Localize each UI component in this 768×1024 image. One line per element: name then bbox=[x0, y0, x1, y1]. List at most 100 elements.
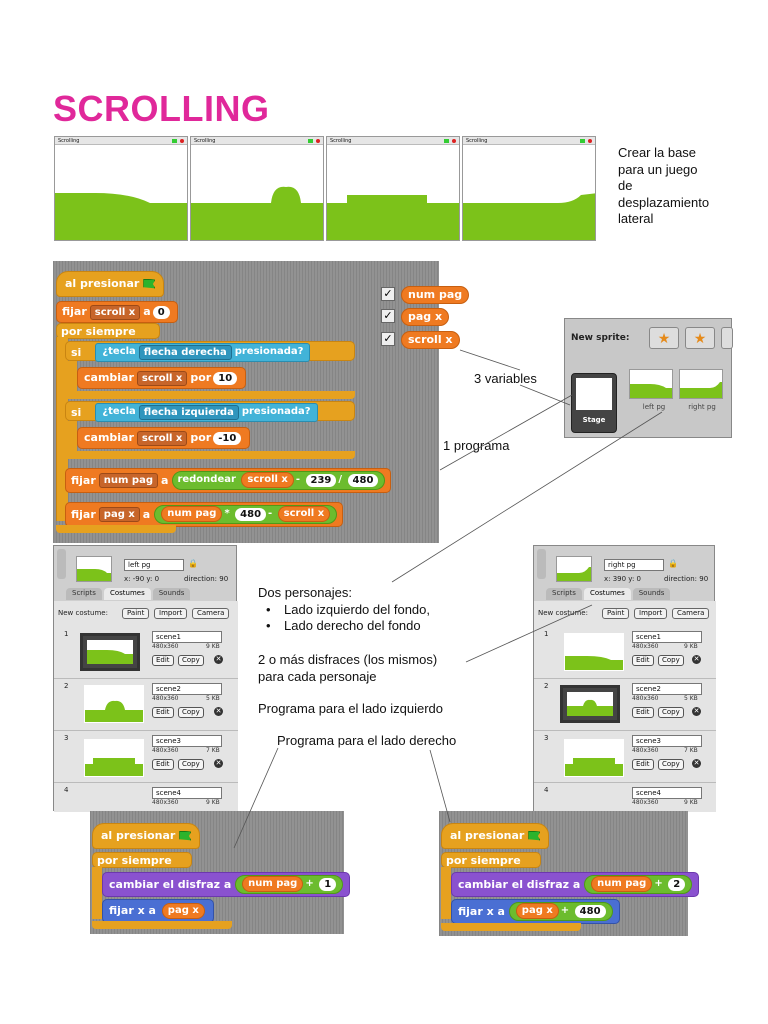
math-operator[interactable]: num pag* 480- scroll x bbox=[154, 505, 338, 524]
forever-block[interactable]: por siempre bbox=[441, 852, 541, 868]
import-button[interactable]: Import bbox=[634, 608, 668, 619]
variable-reporter[interactable]: num pag bbox=[242, 876, 304, 892]
sprite-name-field[interactable]: right pg bbox=[604, 559, 664, 571]
number-input[interactable]: 10 bbox=[213, 371, 238, 385]
costume-item[interactable]: 1 scene1 480x360 9 KB Edit Copy ✕ bbox=[54, 627, 238, 679]
copy-button[interactable]: Copy bbox=[178, 759, 204, 770]
variable-reporter-block[interactable]: num pag bbox=[401, 286, 470, 304]
number-input[interactable]: 480 bbox=[574, 904, 606, 918]
costume-name[interactable]: scene2 bbox=[632, 683, 702, 695]
number-input[interactable]: 480 bbox=[235, 507, 267, 521]
tab-costumes[interactable]: Costumes bbox=[583, 588, 631, 600]
copy-button[interactable]: Copy bbox=[658, 655, 684, 666]
variable-reporter-block[interactable]: pag x bbox=[401, 308, 450, 326]
variable-checkbox[interactable]: ✓ bbox=[381, 287, 395, 301]
delete-icon[interactable]: ✕ bbox=[692, 655, 701, 664]
hat-block-green-flag[interactable]: al presionar bbox=[92, 823, 201, 849]
variable-dropdown[interactable]: scroll x bbox=[136, 430, 188, 446]
delete-icon[interactable]: ✕ bbox=[214, 759, 223, 768]
costume-name[interactable]: scene4 bbox=[152, 787, 222, 799]
variable-reporter[interactable]: num pag bbox=[161, 506, 223, 522]
right-sprite-scripts-area[interactable]: al presionar por siempre cambiar el disf… bbox=[439, 811, 700, 936]
rotation-style-buttons[interactable] bbox=[57, 549, 66, 579]
import-sprite-button[interactable]: ★ bbox=[685, 327, 715, 349]
edit-button[interactable]: Edit bbox=[632, 655, 654, 666]
costume-name[interactable]: scene1 bbox=[632, 631, 702, 643]
camera-button[interactable]: Camera bbox=[192, 608, 230, 619]
variable-reporter[interactable]: num pag bbox=[591, 876, 653, 892]
paint-sprite-button[interactable]: ★ bbox=[649, 327, 679, 349]
costume-name[interactable]: scene2 bbox=[152, 683, 222, 695]
variable-reporter[interactable]: scroll x bbox=[277, 506, 331, 522]
random-sprite-button[interactable] bbox=[721, 327, 733, 349]
tab-costumes[interactable]: Costumes bbox=[103, 588, 151, 600]
tab-scripts[interactable]: Scripts bbox=[546, 588, 582, 600]
costume-name[interactable]: scene1 bbox=[152, 631, 222, 643]
variable-reporter[interactable]: scroll x bbox=[241, 472, 294, 488]
key-dropdown[interactable]: flecha derecha bbox=[138, 344, 232, 360]
add-operator[interactable]: pag x+ 480 bbox=[508, 902, 613, 921]
forever-block[interactable]: por siempre bbox=[92, 852, 192, 868]
sprite-thumb-left[interactable] bbox=[629, 369, 673, 399]
tab-sounds[interactable]: Sounds bbox=[632, 588, 671, 600]
paint-button[interactable]: Paint bbox=[122, 608, 150, 619]
delete-icon[interactable]: ✕ bbox=[214, 655, 223, 664]
add-operator[interactable]: num pag+ 1 bbox=[235, 875, 344, 894]
delete-icon[interactable]: ✕ bbox=[214, 707, 223, 716]
variable-dropdown[interactable]: pag x bbox=[98, 507, 140, 522]
hat-block-green-flag[interactable]: al presionar bbox=[441, 823, 550, 849]
key-dropdown[interactable]: flecha izquierda bbox=[138, 404, 239, 420]
edit-button[interactable]: Edit bbox=[152, 655, 174, 666]
set-x-block[interactable]: fijar x a pag x bbox=[102, 899, 214, 923]
variable-reporter-block[interactable]: scroll x bbox=[401, 331, 460, 349]
costume-name[interactable]: scene3 bbox=[152, 735, 222, 747]
costume-item[interactable]: 3 scene3 480x360 7 KB Edit Copy ✕ bbox=[534, 731, 716, 783]
edit-button[interactable]: Edit bbox=[632, 707, 654, 718]
tab-scripts[interactable]: Scripts bbox=[66, 588, 102, 600]
variable-dropdown[interactable]: scroll x bbox=[136, 370, 188, 386]
costume-item[interactable]: 4 scene4 480x360 9 KB bbox=[54, 783, 238, 812]
variable-dropdown[interactable]: scroll x bbox=[89, 304, 141, 320]
rotation-style-buttons[interactable] bbox=[537, 549, 546, 579]
edit-button[interactable]: Edit bbox=[152, 707, 174, 718]
variable-dropdown[interactable]: num pag bbox=[98, 473, 158, 488]
variable-checkbox[interactable]: ✓ bbox=[381, 309, 395, 323]
left-sprite-scripts-area[interactable]: al presionar por siempre cambiar el disf… bbox=[90, 811, 351, 934]
lock-icon[interactable]: 🔒 bbox=[188, 559, 198, 568]
camera-button[interactable]: Camera bbox=[672, 608, 710, 619]
costume-name[interactable]: scene3 bbox=[632, 735, 702, 747]
forever-block[interactable]: por siempre bbox=[56, 323, 160, 339]
costume-item[interactable]: 2 scene2 480x360 5 KB Edit Copy ✕ bbox=[54, 679, 238, 731]
hat-block-green-flag[interactable]: al presionar bbox=[56, 271, 165, 297]
import-button[interactable]: Import bbox=[154, 608, 188, 619]
costume-item[interactable]: 2 scene2 480x360 5 KB Edit Copy ✕ bbox=[534, 679, 716, 731]
number-input[interactable]: 0 bbox=[152, 305, 170, 319]
paint-button[interactable]: Paint bbox=[602, 608, 630, 619]
switch-costume-block[interactable]: cambiar el disfraz a num pag+ 1 bbox=[102, 872, 351, 897]
copy-button[interactable]: Copy bbox=[658, 759, 684, 770]
delete-icon[interactable]: ✕ bbox=[692, 707, 701, 716]
lock-icon[interactable]: 🔒 bbox=[668, 559, 678, 568]
variable-reporter[interactable]: pag x bbox=[515, 903, 559, 919]
variable-reporter[interactable]: pag x bbox=[161, 903, 205, 919]
add-operator[interactable]: num pag+ 2 bbox=[584, 875, 693, 894]
sprite-name-field[interactable]: left pg bbox=[124, 559, 184, 571]
number-input[interactable]: 480 bbox=[347, 473, 379, 487]
stage-selector[interactable]: Stage bbox=[571, 373, 617, 433]
copy-button[interactable]: Copy bbox=[178, 707, 204, 718]
costume-item[interactable]: 3 scene3 480x360 7 KB Edit Copy ✕ bbox=[54, 731, 238, 783]
costume-item[interactable]: 1 scene1 480x360 9 KB Edit Copy ✕ bbox=[534, 627, 716, 679]
delete-icon[interactable]: ✕ bbox=[692, 759, 701, 768]
copy-button[interactable]: Copy bbox=[658, 707, 684, 718]
edit-button[interactable]: Edit bbox=[632, 759, 654, 770]
costume-item[interactable]: 4 scene4 480x360 9 KB bbox=[534, 783, 716, 812]
variable-checkbox[interactable]: ✓ bbox=[381, 332, 395, 346]
number-input[interactable]: -10 bbox=[213, 431, 242, 445]
